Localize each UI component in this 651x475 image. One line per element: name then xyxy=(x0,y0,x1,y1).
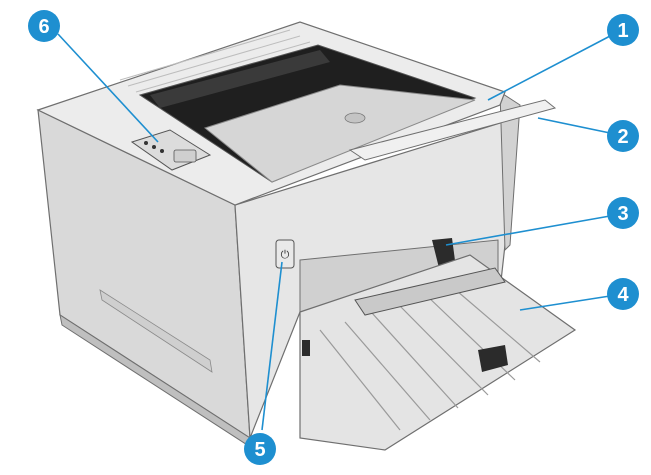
input-tray-slider[interactable] xyxy=(478,345,508,372)
main-input-tray xyxy=(299,254,577,451)
leader-line-2 xyxy=(537,117,611,134)
callout-number: 2 xyxy=(617,126,628,148)
base-slot xyxy=(99,289,213,373)
output-bin-rollers xyxy=(150,50,330,108)
callout-1: 1 xyxy=(607,14,639,46)
callout-number: 1 xyxy=(617,20,628,42)
input-tray-guide-bar[interactable] xyxy=(354,267,506,316)
callout-circle xyxy=(607,197,639,229)
callout-number: 4 xyxy=(617,284,629,306)
callout-circle xyxy=(28,10,60,42)
callout-circle xyxy=(607,278,639,310)
callout-number: 3 xyxy=(617,203,628,225)
callout-circle xyxy=(607,120,639,152)
leader-lines xyxy=(57,33,613,431)
leader-line-1 xyxy=(487,34,613,101)
callout-number: 5 xyxy=(254,439,265,461)
callout-circle xyxy=(607,14,639,46)
callout-6: 6 xyxy=(28,10,60,42)
callout-2: 2 xyxy=(607,120,639,152)
control-panel-led-2 xyxy=(152,145,156,149)
leader-line-3 xyxy=(445,215,611,246)
control-panel-led-1 xyxy=(144,141,148,145)
input-tray-latch xyxy=(302,340,310,356)
callout-5: 5 xyxy=(244,433,276,465)
leader-line-4 xyxy=(519,295,611,311)
control-panel-led-3 xyxy=(160,149,164,153)
lid-vent-lines xyxy=(119,29,311,93)
control-panel-button[interactable] xyxy=(173,149,197,163)
leader-line-5 xyxy=(261,261,283,431)
output-bin xyxy=(138,44,477,183)
output-bin-tray xyxy=(203,84,476,183)
callout-number: 6 xyxy=(38,16,49,38)
input-tray-ribs xyxy=(319,284,541,431)
leader-line-6 xyxy=(57,33,159,143)
output-bin-knob xyxy=(344,112,366,124)
power-icon: ⏻ xyxy=(281,248,290,261)
callout-4: 4 xyxy=(607,278,639,310)
power-button-frame[interactable] xyxy=(275,239,295,269)
output-bin-extension xyxy=(348,99,557,161)
control-panel xyxy=(130,129,212,171)
callout-circle xyxy=(244,433,276,465)
callout-3: 3 xyxy=(607,197,639,229)
power-button[interactable]: ⏻ xyxy=(275,239,295,269)
printer-right-edge xyxy=(499,91,521,252)
